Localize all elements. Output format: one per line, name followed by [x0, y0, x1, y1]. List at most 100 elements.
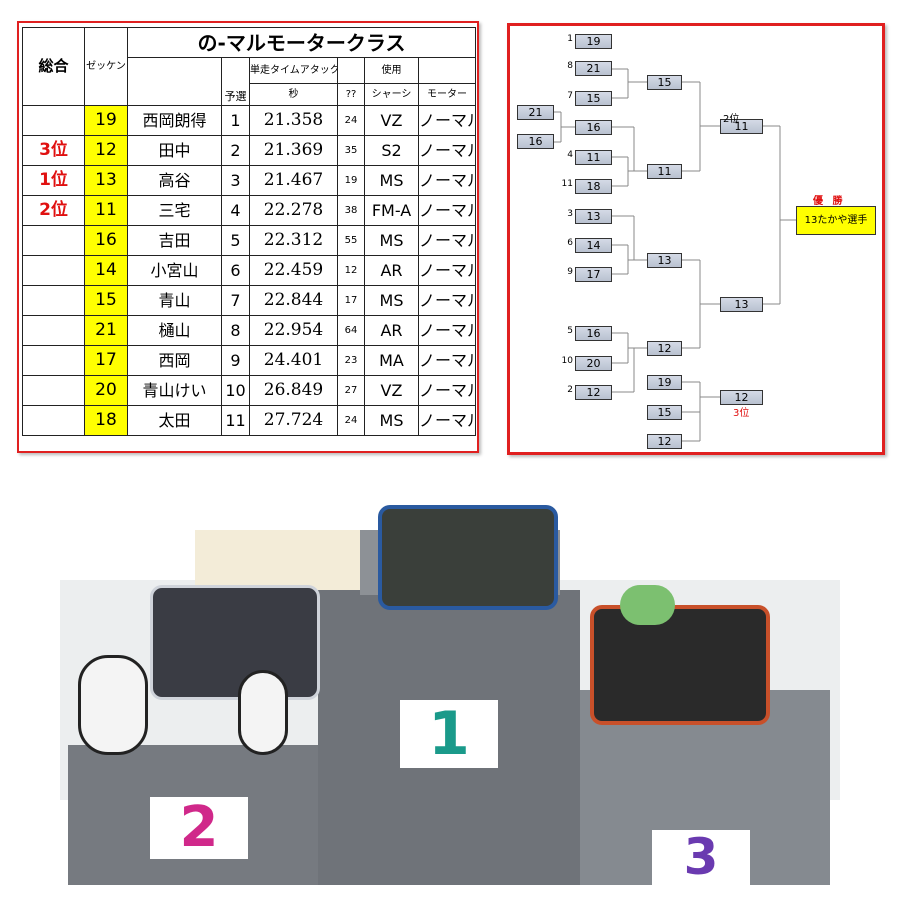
- cell-chassis: MS: [364, 225, 419, 256]
- cell-overall: 1位: [22, 165, 85, 196]
- cell-n: 27: [337, 375, 365, 406]
- podium-number-2: 2: [150, 797, 248, 859]
- cell-overall: [22, 405, 85, 436]
- cell-time: 22.278: [249, 195, 338, 226]
- round2-entry: 15: [647, 75, 682, 90]
- round1-entry: 17: [575, 267, 612, 282]
- round1-entry: 16: [575, 120, 612, 135]
- cell-n: 55: [337, 225, 365, 256]
- cell-name: 樋山: [127, 315, 222, 346]
- cell-overall: [22, 375, 85, 406]
- cell-motor: ノーマル: [418, 135, 476, 166]
- cell-qual: 11: [221, 405, 250, 436]
- cell-chassis: MS: [364, 405, 419, 436]
- cell-qual: 9: [221, 345, 250, 376]
- round1-entry: 11: [575, 150, 612, 165]
- cell-name: 小宮山: [127, 255, 222, 286]
- seed-number: 2: [567, 385, 573, 395]
- cell-name: 青山けい: [127, 375, 222, 406]
- cell-zekken: 20: [84, 375, 128, 406]
- round1-entry: 15: [575, 91, 612, 106]
- cell-overall: [22, 255, 85, 286]
- frog-figure: [620, 585, 675, 625]
- cell-n: 23: [337, 345, 365, 376]
- cell-qual: 10: [221, 375, 250, 406]
- header-qual: 予選: [221, 57, 250, 106]
- cell-zekken: 15: [84, 285, 128, 316]
- header-time-attack: 単走タイムアタック: [249, 57, 338, 84]
- cell-n: 24: [337, 105, 365, 136]
- cell-name: 三宅: [127, 195, 222, 226]
- header-overall: 総合: [22, 27, 85, 106]
- round2-entry: 12: [647, 341, 682, 356]
- cell-chassis: FM-A: [364, 195, 419, 226]
- cell-motor: ノーマル: [418, 225, 476, 256]
- round2-entry: 12: [647, 434, 682, 449]
- seed-number: 1: [567, 34, 573, 44]
- seed-number: 3: [567, 209, 573, 219]
- cell-time: 21.467: [249, 165, 338, 196]
- cell-time: 22.844: [249, 285, 338, 316]
- cell-zekken: 13: [84, 165, 128, 196]
- cell-chassis: AR: [364, 255, 419, 286]
- cell-motor: ノーマル: [418, 105, 476, 136]
- podium-number-3: 3: [652, 830, 750, 885]
- cell-motor: ノーマル: [418, 375, 476, 406]
- round1-entry: 14: [575, 238, 612, 253]
- cell-time: 21.358: [249, 105, 338, 136]
- round1-entry: 18: [575, 179, 612, 194]
- cell-name: 高谷: [127, 165, 222, 196]
- cell-time: 21.369: [249, 135, 338, 166]
- cell-n: 35: [337, 135, 365, 166]
- cell-overall: [22, 285, 85, 316]
- cell-zekken: 12: [84, 135, 128, 166]
- cell-qual: 7: [221, 285, 250, 316]
- seed-number: 6: [567, 238, 573, 248]
- round2-entry: 11: [647, 164, 682, 179]
- first-place-car: [378, 505, 558, 610]
- results-table-panel: 総合 ゼッケン の-マルモータークラス 予選 単走タイムアタック 使用 秒 ??…: [17, 21, 479, 453]
- cell-time: 22.312: [249, 225, 338, 256]
- cell-n: 38: [337, 195, 365, 226]
- cell-chassis: AR: [364, 315, 419, 346]
- round1-entry: 19: [575, 34, 612, 49]
- cell-motor: ノーマル: [418, 345, 476, 376]
- cell-name: 西岡: [127, 345, 222, 376]
- header-chassis: シャーシ: [364, 83, 419, 106]
- cell-n: 19: [337, 165, 365, 196]
- round1-entry: 13: [575, 209, 612, 224]
- cell-time: 22.459: [249, 255, 338, 286]
- penguin-figure: [238, 670, 288, 755]
- cell-zekken: 18: [84, 405, 128, 436]
- round2-entry: 13: [647, 253, 682, 268]
- cell-overall: [22, 315, 85, 346]
- cell-qual: 3: [221, 165, 250, 196]
- cell-chassis: S2: [364, 135, 419, 166]
- seed-number: 5: [567, 326, 573, 336]
- cell-zekken: 11: [84, 195, 128, 226]
- semifinal-entry: 13: [720, 297, 763, 312]
- cell-motor: ノーマル: [418, 255, 476, 286]
- cell-n: 17: [337, 285, 365, 316]
- cell-zekken: 14: [84, 255, 128, 286]
- cell-overall: [22, 345, 85, 376]
- cell-name: 青山: [127, 285, 222, 316]
- cell-qual: 6: [221, 255, 250, 286]
- cell-overall: [22, 105, 85, 136]
- round1-entry: 21: [575, 61, 612, 76]
- winner-box: 13たかや選手: [796, 206, 876, 235]
- cell-qual: 8: [221, 315, 250, 346]
- header-use: 使用: [364, 57, 419, 84]
- cell-qual: 2: [221, 135, 250, 166]
- header-unknown: ??: [337, 83, 365, 106]
- cell-motor: ノーマル: [418, 165, 476, 196]
- cell-time: 24.401: [249, 345, 338, 376]
- round1-entry: 20: [575, 356, 612, 371]
